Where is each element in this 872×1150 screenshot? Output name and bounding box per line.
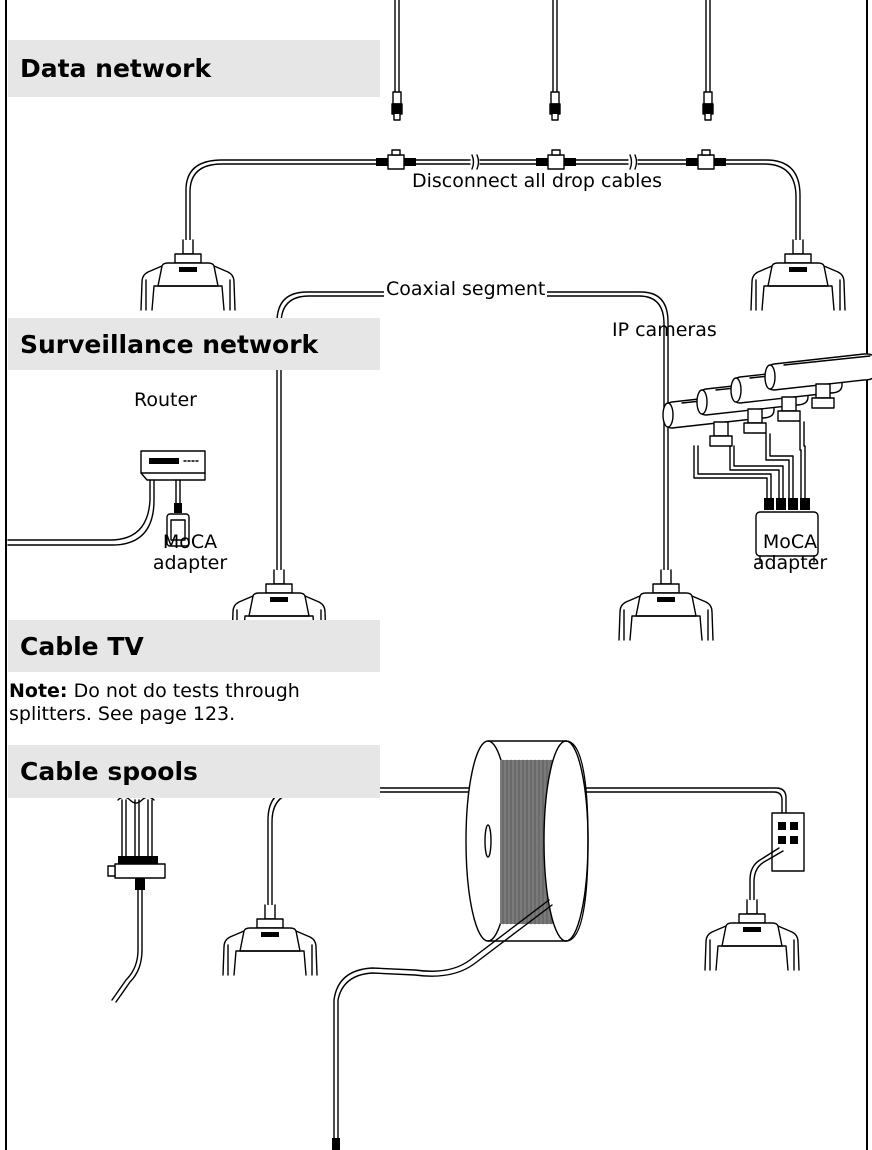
moca-adapter-right-label: MoCA adapter bbox=[740, 532, 840, 574]
cable-splitter bbox=[107, 796, 166, 890]
moca-adapter-left-label: MoCA adapter bbox=[140, 532, 240, 574]
moca-adapter-left bbox=[166, 513, 190, 547]
coaxial-segment-label: Coaxial segment bbox=[384, 278, 548, 300]
ip-cameras-label: IP cameras bbox=[612, 319, 717, 341]
drop-cable-1 bbox=[391, 0, 403, 121]
disconnect-label: Disconnect all drop cables bbox=[412, 170, 663, 192]
router-label: Router bbox=[134, 389, 197, 411]
moca-left-line1: MoCA bbox=[162, 531, 218, 553]
cable-spool bbox=[465, 740, 589, 942]
moca-right-line1: MoCA bbox=[762, 531, 818, 553]
note-prefix: Note: bbox=[9, 680, 68, 702]
drop-cable-2 bbox=[549, 0, 561, 121]
section-header-data-network: Data network bbox=[8, 40, 380, 97]
section-header-cable-tv: Cable TV bbox=[8, 620, 380, 672]
router-device bbox=[140, 450, 206, 481]
moca-left-line2: adapter bbox=[152, 551, 228, 574]
moca-adapter-right bbox=[755, 511, 819, 563]
page-frame bbox=[5, 0, 868, 1150]
drop-cable-3 bbox=[702, 0, 714, 121]
section-header-surveillance-network: Surveillance network bbox=[8, 318, 380, 370]
note-text-line2: splitters. See page 123. bbox=[9, 703, 236, 725]
moca-right-line2: adapter bbox=[752, 551, 828, 574]
wall-plate bbox=[771, 812, 805, 872]
note-text-line1: Do not do tests through bbox=[67, 680, 300, 702]
splitter-note: Note: Do not do tests through splitters.… bbox=[9, 680, 300, 726]
section-header-cable-spools: Cable spools bbox=[8, 745, 380, 798]
